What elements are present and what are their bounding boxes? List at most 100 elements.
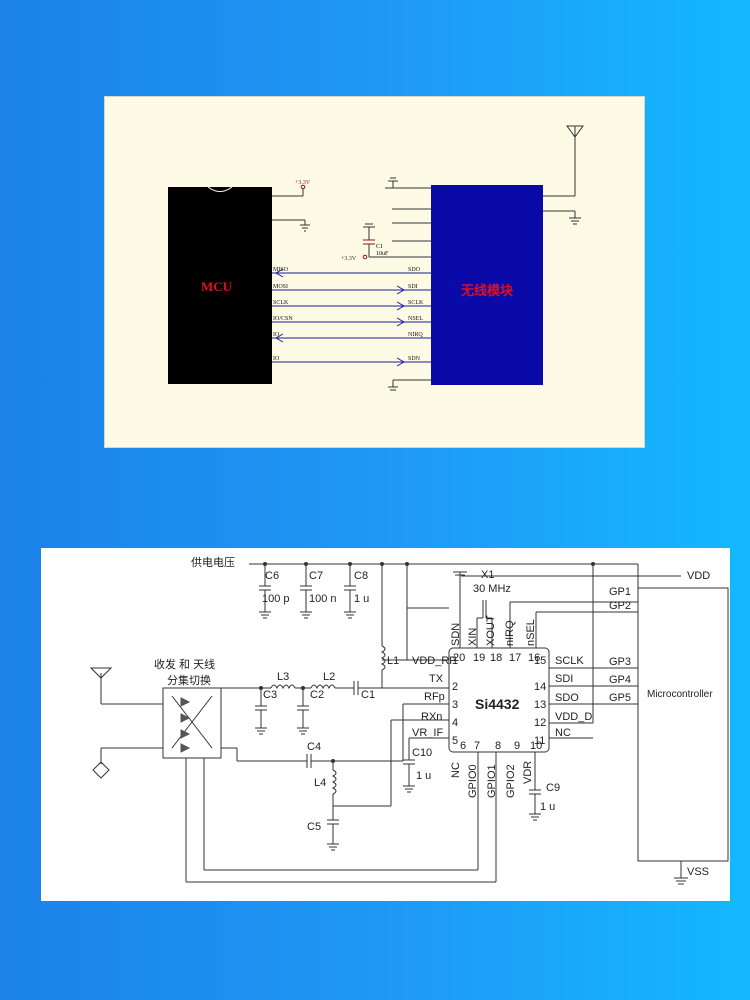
- cap-c4: C4: [307, 741, 321, 753]
- gp2-label: GP2: [609, 600, 631, 612]
- pin-2-num: 2: [452, 681, 458, 693]
- pin-xin-name: XIN: [467, 628, 479, 646]
- pin-nsel-name: nSEL: [525, 619, 537, 646]
- pin-13-num: 13: [534, 699, 546, 711]
- pin-16-num: 16: [528, 652, 540, 664]
- diversity-antenna-icon: [92, 761, 110, 779]
- antenna-icon: [543, 125, 584, 197]
- module-pin-sdn: SDN: [408, 356, 421, 362]
- module-pin-sdo: SDO: [408, 267, 421, 273]
- si4432-schematic: 供电电压 VDD VSS X1 30 MHz 收发 和 天线 分集切换 C6 1…: [89, 555, 729, 885]
- cap-c8-value: 1 u: [354, 593, 369, 605]
- cap-c2: C2: [310, 689, 324, 701]
- pin-gpio0-name: GPIO0: [467, 764, 479, 798]
- pin-nirq-name: nIRQ: [504, 620, 516, 646]
- vdd-label: VDD: [687, 570, 710, 582]
- pin-18-num: 18: [490, 652, 502, 664]
- pin-19-num: 19: [473, 652, 485, 664]
- cap-c1: [363, 223, 375, 257]
- vcc-label-top: +3.3V: [295, 180, 311, 186]
- switch-label-1: 收发 和 天线: [154, 657, 215, 671]
- pin-sdo-name: SDO: [555, 692, 579, 704]
- vcc-label-cap: +3.3V: [341, 256, 357, 262]
- block-diagram: MCU 无线模块 +3.3V C1 10uF +3.3V: [168, 125, 584, 391]
- cap-c1-name: C1: [376, 244, 383, 250]
- pin-sdi-name: SDI: [555, 673, 573, 685]
- pin-11-num: 11: [534, 735, 545, 747]
- vcc-node-cap: [362, 254, 368, 260]
- pin-rxn-name: RXn: [421, 711, 442, 723]
- inductor-l4: L4: [314, 777, 326, 789]
- pin-sclk-name: SCLK: [555, 655, 584, 667]
- pin-vdd-d-name: VDD_D: [555, 711, 592, 723]
- cap-c5: C5: [307, 821, 321, 833]
- module-pin-sclk: SCLK: [408, 300, 424, 306]
- pin-10-num: 10: [530, 740, 542, 752]
- signal-arrows: [274, 268, 406, 367]
- cap-c10-name: C10: [412, 747, 432, 759]
- inductor-l2: L2: [323, 671, 335, 683]
- pin-7-num: 7: [474, 740, 480, 752]
- mcu-pin-csn: IO/CSN: [273, 316, 293, 322]
- cap-c9-value: 1 u: [540, 801, 555, 813]
- module-label: 无线模块: [460, 283, 514, 298]
- antenna-icon: [89, 667, 113, 679]
- wireless-module-block: [431, 185, 543, 385]
- mcu-label: MCU: [201, 279, 233, 294]
- pin-12-num: 12: [534, 717, 546, 729]
- microcontroller-label: Microcontroller: [647, 689, 713, 700]
- module-bottom-gnd: [388, 379, 431, 391]
- pin-nc-bottom-name: NC: [450, 762, 462, 778]
- cap-c6-value: 100 p: [262, 593, 290, 605]
- pin-vdd-rf-name: VDD_RF: [412, 655, 456, 667]
- si4432-schematic-panel: 供电电压 VDD VSS X1 30 MHz 收发 和 天线 分集切换 C6 1…: [41, 548, 730, 901]
- pin-6-num: 6: [460, 740, 466, 752]
- switch-label-2: 分集切换: [167, 673, 211, 687]
- antenna-switch-box: [162, 687, 222, 759]
- pin-3-num: 3: [452, 699, 458, 711]
- module-pin-sdi: SDI: [408, 284, 418, 290]
- pin-8-num: 8: [495, 740, 501, 752]
- pin-vdr-name: VDR: [522, 761, 534, 784]
- gp5-label: GP5: [609, 692, 631, 704]
- module-top-gnd: [385, 177, 431, 189]
- vcc-node: [300, 184, 306, 190]
- mcu-pin-io-1: IO: [273, 332, 280, 338]
- pin-nc-right-name: NC: [555, 727, 571, 739]
- cap-c9-name: C9: [546, 782, 560, 794]
- gp4-label: GP4: [609, 674, 631, 686]
- si4432-chip: [448, 647, 550, 753]
- pin-17-num: 17: [509, 652, 521, 664]
- mcu-notch: [207, 186, 233, 192]
- cap-c7-name: C7: [309, 570, 323, 582]
- pin-1-num: 1: [452, 655, 458, 667]
- mcu-pin-miso: MISO: [273, 267, 289, 273]
- inductor-l3: L3: [277, 671, 289, 683]
- mcu-pin-io-2: IO: [273, 356, 280, 362]
- ground-icon: [300, 224, 310, 232]
- pin-vr-if-name: VR_IF: [412, 727, 443, 739]
- supply-voltage-label: 供电电压: [191, 555, 235, 569]
- module-pin-nsel: NSEL: [408, 316, 423, 322]
- cap-c1: C1: [361, 689, 375, 701]
- chip-name: Si4432: [475, 696, 520, 712]
- cap-c1-value: 10uF: [376, 251, 389, 257]
- module-right-gnd: [543, 210, 581, 225]
- pin-5-num: 5: [452, 735, 458, 747]
- cap-c10-value: 1 u: [416, 770, 431, 782]
- mcu-block: [168, 187, 272, 384]
- crystal-name: X1: [481, 569, 494, 581]
- vss-label: VSS: [687, 866, 709, 878]
- cap-c3: C3: [263, 689, 277, 701]
- pin-gpio2-name: GPIO2: [505, 764, 517, 798]
- pin-sdn-name: SDN: [450, 623, 462, 646]
- pin-20-num: 20: [453, 652, 465, 664]
- block-diagram-panel: MCU 无线模块 +3.3V C1 10uF +3.3V: [104, 96, 645, 448]
- inductor-l1: L1: [387, 655, 399, 667]
- mcu-pin-mosi: MOSI: [273, 284, 288, 290]
- pin-15-num: 15: [534, 655, 546, 667]
- cap-c8-name: C8: [354, 570, 368, 582]
- gp1-label: GP1: [609, 586, 631, 598]
- cap-c6-name: C6: [265, 570, 279, 582]
- pin-14-num: 14: [534, 681, 546, 693]
